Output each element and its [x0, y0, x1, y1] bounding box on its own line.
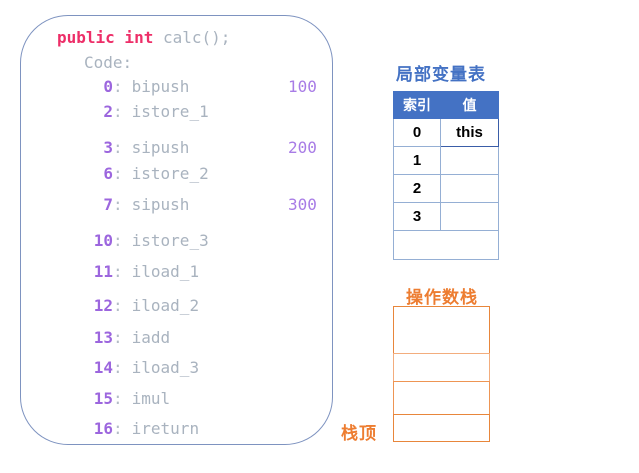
operand: 200	[288, 138, 317, 157]
instruction: iload_1	[131, 262, 200, 281]
line-number: 2	[103, 102, 113, 121]
colon: :	[113, 195, 123, 214]
instruction: iload_2	[131, 296, 200, 315]
lvt-row: 3	[393, 202, 499, 231]
operand-stack-slot	[393, 381, 490, 415]
colon: :	[113, 102, 123, 121]
bytecode-line: 13: iadd	[21, 328, 332, 348]
bytecode-line: 7: sipush 300	[21, 195, 332, 215]
colon: :	[113, 419, 123, 438]
line-number: 7	[103, 195, 113, 214]
lvt-index-cell: 2	[393, 174, 441, 203]
colon: :	[113, 296, 123, 315]
lvt-index-cell: 0	[393, 118, 441, 147]
operand: 300	[288, 195, 317, 214]
lvt-footer-row	[393, 230, 499, 260]
bytecode-line: 6: istore_2	[21, 164, 332, 184]
instruction: istore_1	[131, 102, 209, 121]
line-number: 11	[93, 262, 113, 281]
lvt-value-cell	[440, 174, 499, 203]
instruction: iadd	[131, 328, 171, 347]
lvt-value-cell	[440, 202, 499, 231]
lvt-footer-cell	[393, 230, 499, 260]
colon: :	[113, 328, 123, 347]
colon: :	[113, 231, 123, 250]
line-number: 12	[93, 296, 113, 315]
operand-stack-slot	[393, 414, 490, 442]
line-number: 16	[93, 419, 113, 438]
colon: :	[113, 262, 123, 281]
operand-stack-slot	[393, 306, 490, 354]
bytecode-line: 10: istore_3	[21, 231, 332, 251]
lvt-row: 0 this	[393, 118, 499, 147]
line-number: 15	[93, 389, 113, 408]
bytecode-line: 3: sipush 200	[21, 138, 332, 158]
stack-top-label: 栈顶	[341, 424, 377, 443]
colon: :	[113, 138, 123, 157]
instruction: sipush	[131, 138, 190, 157]
line-number: 3	[103, 138, 113, 157]
colon: :	[113, 77, 123, 96]
lvt-row: 1	[393, 146, 499, 175]
bytecode-line: 2: istore_1	[21, 102, 332, 122]
line-number: 0	[103, 77, 113, 96]
operand-stack-slot	[393, 353, 490, 382]
signature-keyword: public int	[57, 28, 154, 47]
instruction: iload_3	[131, 358, 200, 377]
line-number: 6	[103, 164, 113, 183]
instruction: istore_2	[131, 164, 209, 183]
bytecode-line: 14: iload_3	[21, 358, 332, 378]
instruction: bipush	[131, 77, 190, 96]
lvt-header-value: 值	[440, 91, 499, 119]
colon: :	[113, 358, 123, 377]
bytecode-line: 11: iload_1	[21, 262, 332, 282]
lvt-header-row: 索引 值	[393, 91, 499, 119]
lvt-header-index: 索引	[393, 91, 441, 119]
line-number: 14	[93, 358, 113, 377]
instruction: imul	[131, 389, 171, 408]
lvt-value-cell: this	[440, 118, 499, 147]
colon: :	[113, 389, 123, 408]
signature-rest: calc();	[153, 28, 231, 47]
bytecode-line: 12: iload_2	[21, 296, 332, 316]
bytecode-line: 16: ireturn	[21, 419, 332, 439]
lvt-index-cell: 1	[393, 146, 441, 175]
operand-stack-title: 操作数栈	[406, 288, 478, 307]
method-signature: public int calc();	[57, 28, 332, 48]
bytecode-line: 0: bipush 100	[21, 77, 332, 97]
local-variable-table-title: 局部变量表	[396, 65, 486, 84]
bytecode-panel: public int calc(); Code: 0: bipush 100 2: i…	[20, 15, 333, 445]
local-variable-table: 索引 值 0 this 1 2 3	[393, 91, 499, 260]
bytecode-line: 15: imul	[21, 389, 332, 409]
lvt-value-cell	[440, 146, 499, 175]
instruction: ireturn	[131, 419, 200, 438]
operand: 100	[288, 77, 317, 96]
instruction: sipush	[131, 195, 190, 214]
line-number: 13	[93, 328, 113, 347]
lvt-row: 2	[393, 174, 499, 203]
colon: :	[113, 164, 123, 183]
lvt-index-cell: 3	[393, 202, 441, 231]
code-label: Code:	[84, 53, 133, 72]
line-number: 10	[93, 231, 113, 250]
instruction: istore_3	[131, 231, 209, 250]
